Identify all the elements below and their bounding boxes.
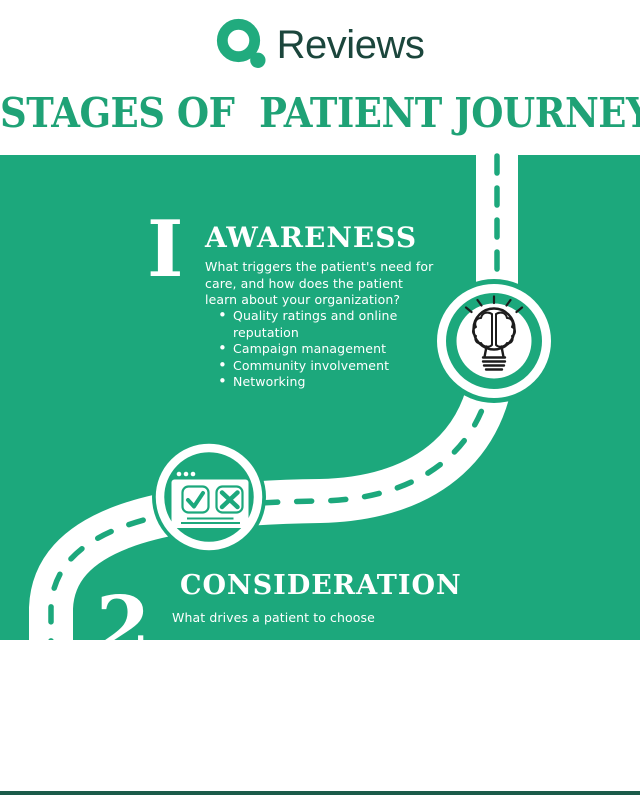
bullet-item: Campaign management — [218, 340, 409, 358]
checkbox-card-icon — [171, 471, 249, 528]
page-title: STAGES OF PATIENT JOURNEY — [0, 88, 640, 138]
brain-lightbulb-icon — [464, 295, 524, 371]
stage2-numeral: 2 — [96, 580, 151, 671]
journey-poster: I AWARENESS What triggers the patient's … — [0, 148, 640, 795]
stage1-numeral: I — [147, 204, 184, 295]
stage1-heading: AWARENESS — [205, 221, 418, 254]
stage1-bullet-list: Quality ratings and online reputation Ca… — [218, 307, 409, 391]
stage2-description: What drives a patient to choose — [172, 610, 375, 625]
bullet-item: Community involvement — [218, 357, 409, 375]
brand-logo: Reviews — [0, 18, 640, 72]
stage1-node — [432, 279, 556, 403]
stage2-node — [152, 440, 266, 554]
bullet-item: Networking — [218, 373, 409, 391]
next-section-edge — [0, 791, 640, 795]
bullet-item: Quality ratings and online reputation — [218, 307, 409, 341]
brand-name: Reviews — [276, 23, 425, 67]
q-dot-icon — [216, 18, 266, 68]
header: Reviews STAGES OF PATIENT JOURNEY — [0, 0, 640, 155]
patient-journey-infographic: Reviews STAGES OF PATIENT JOURNEY — [0, 0, 640, 640]
stage1-description: What triggers the patient's need for car… — [205, 259, 434, 307]
stage2-heading: CONSIDERATION — [180, 570, 462, 601]
